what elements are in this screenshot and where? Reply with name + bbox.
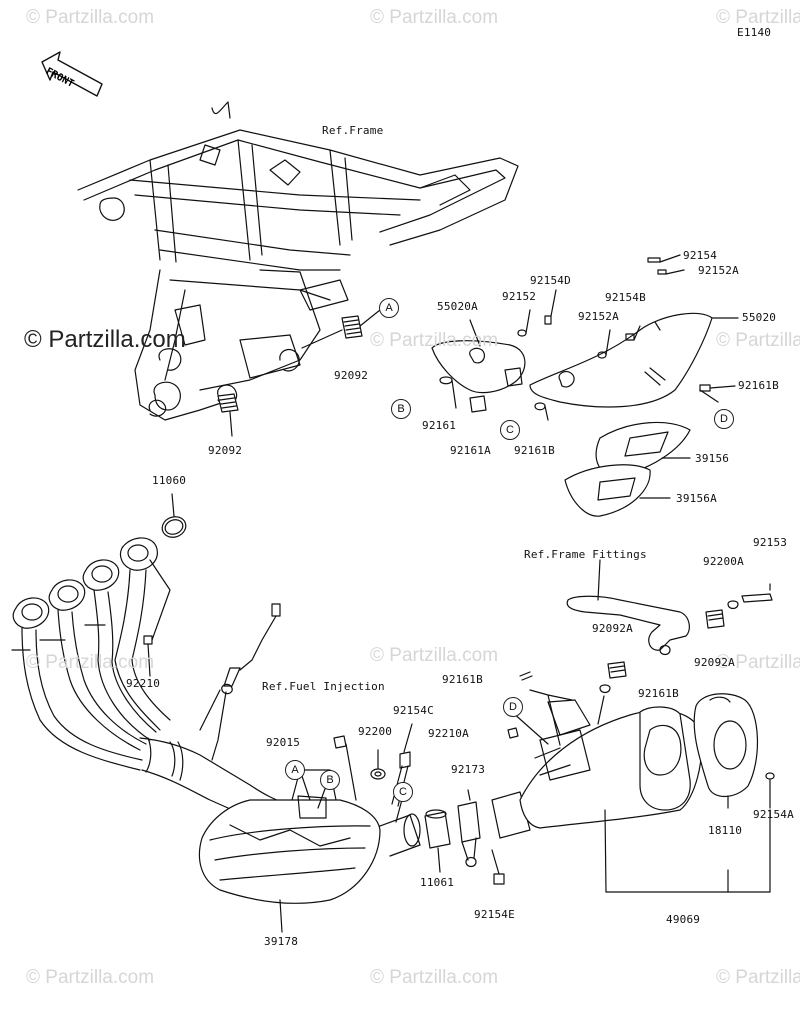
part-92210 — [143, 559, 171, 677]
frame-fittings-bracket — [519, 559, 773, 725]
callout-b: B — [391, 399, 411, 419]
ref-fuel-injection-label: Ref.Fuel Injection — [262, 680, 385, 693]
clamp-92173 — [457, 789, 481, 868]
part-label-92161B: 92161B — [738, 379, 779, 392]
part-label-55020: 55020 — [742, 311, 777, 324]
part-92092-upper — [301, 309, 381, 349]
nut-92210A — [507, 727, 519, 739]
watermark: © Partzilla.com — [26, 652, 155, 673]
header-pipes — [11, 537, 291, 831]
callout-a: A — [379, 298, 399, 318]
part-label-92092A: 92092A — [694, 656, 735, 669]
joint-pipe-11061 — [424, 809, 451, 873]
part-label-92173: 92173 — [451, 763, 486, 776]
frame-drawing — [77, 101, 519, 421]
part-label-11061: 11061 — [420, 876, 455, 889]
part-label-92154A: 92154A — [753, 808, 794, 821]
watermark: © Partzilla.com — [26, 7, 155, 28]
part-label-92152A: 92152A — [698, 264, 739, 277]
part-92092-lower — [217, 393, 239, 437]
part-label-11060: 11060 — [152, 474, 187, 487]
part-label-92153: 92153 — [753, 536, 788, 549]
part-label-49069: 49069 — [666, 913, 701, 926]
part-label-92161A: 92161A — [450, 444, 491, 457]
watermark: © Partzilla.com — [26, 967, 155, 988]
part-label-92154E: 92154E — [474, 908, 515, 921]
watermark: © Partzilla.com — [716, 967, 800, 988]
part-label-92092: 92092 — [334, 369, 369, 382]
ref-frame-label: Ref.Frame — [322, 124, 384, 137]
callout-c: C — [500, 420, 520, 440]
part-label-92161B: 92161B — [442, 673, 483, 686]
part-label-92152A: 92152A — [578, 310, 619, 323]
part-55020 — [529, 312, 739, 408]
part-label-92015: 92015 — [266, 736, 301, 749]
part-label-92210A: 92210A — [428, 727, 469, 740]
part-39156A — [564, 464, 671, 517]
part-label-92092: 92092 — [208, 444, 243, 457]
part-label-39156A: 39156A — [676, 492, 717, 505]
callout-d: D — [503, 697, 523, 717]
watermark: © Partzilla.com — [716, 7, 800, 28]
part-label-18110: 18110 — [708, 824, 743, 837]
part-label-92154D: 92154D — [530, 274, 571, 287]
part-label-92200: 92200 — [358, 725, 393, 738]
part-49069 — [491, 699, 771, 893]
part-label-92152: 92152 — [502, 290, 537, 303]
watermark: © Partzilla.com — [370, 967, 499, 988]
part-11060 — [161, 493, 187, 538]
nut-92015 — [333, 735, 357, 801]
callout-d: D — [714, 409, 734, 429]
part-39178 — [198, 769, 421, 933]
bolt-92154E — [491, 849, 505, 885]
diagram-code: E1140 — [737, 26, 772, 39]
front-arrow-icon — [41, 51, 103, 97]
part-label-92200A: 92200A — [703, 555, 744, 568]
callout-b: B — [320, 770, 340, 790]
part-label-92161: 92161 — [422, 419, 457, 432]
watermark: © Partzilla.com — [370, 330, 499, 351]
part-label-92161B: 92161B — [514, 444, 555, 457]
part-label-92154C: 92154C — [393, 704, 434, 717]
copyright-notice: © Partzilla.com — [24, 326, 186, 353]
watermark: © Partzilla.com — [716, 652, 800, 673]
part-label-39156: 39156 — [695, 452, 730, 465]
part-label-39178: 39178 — [264, 935, 299, 948]
callout-c: C — [393, 782, 413, 802]
part-label-92154: 92154 — [683, 249, 718, 262]
part-label-92161B: 92161B — [638, 687, 679, 700]
part-18110 — [693, 693, 775, 809]
watermark: © Partzilla.com — [370, 7, 499, 28]
part-label-92210: 92210 — [126, 677, 161, 690]
ref-frame-fittings-label: Ref.Frame Fittings — [524, 548, 647, 561]
small-fasteners-upper — [439, 254, 736, 421]
callout-a: A — [285, 760, 305, 780]
watermark: © Partzilla.com — [716, 330, 800, 351]
part-55020A — [431, 319, 526, 413]
watermark: © Partzilla.com — [370, 645, 499, 666]
o2-sensor — [211, 603, 281, 761]
washer-92200 — [370, 749, 386, 780]
part-label-92092A: 92092A — [592, 622, 633, 635]
part-label-55020A: 55020A — [437, 300, 478, 313]
part-label-92154B: 92154B — [605, 291, 646, 304]
